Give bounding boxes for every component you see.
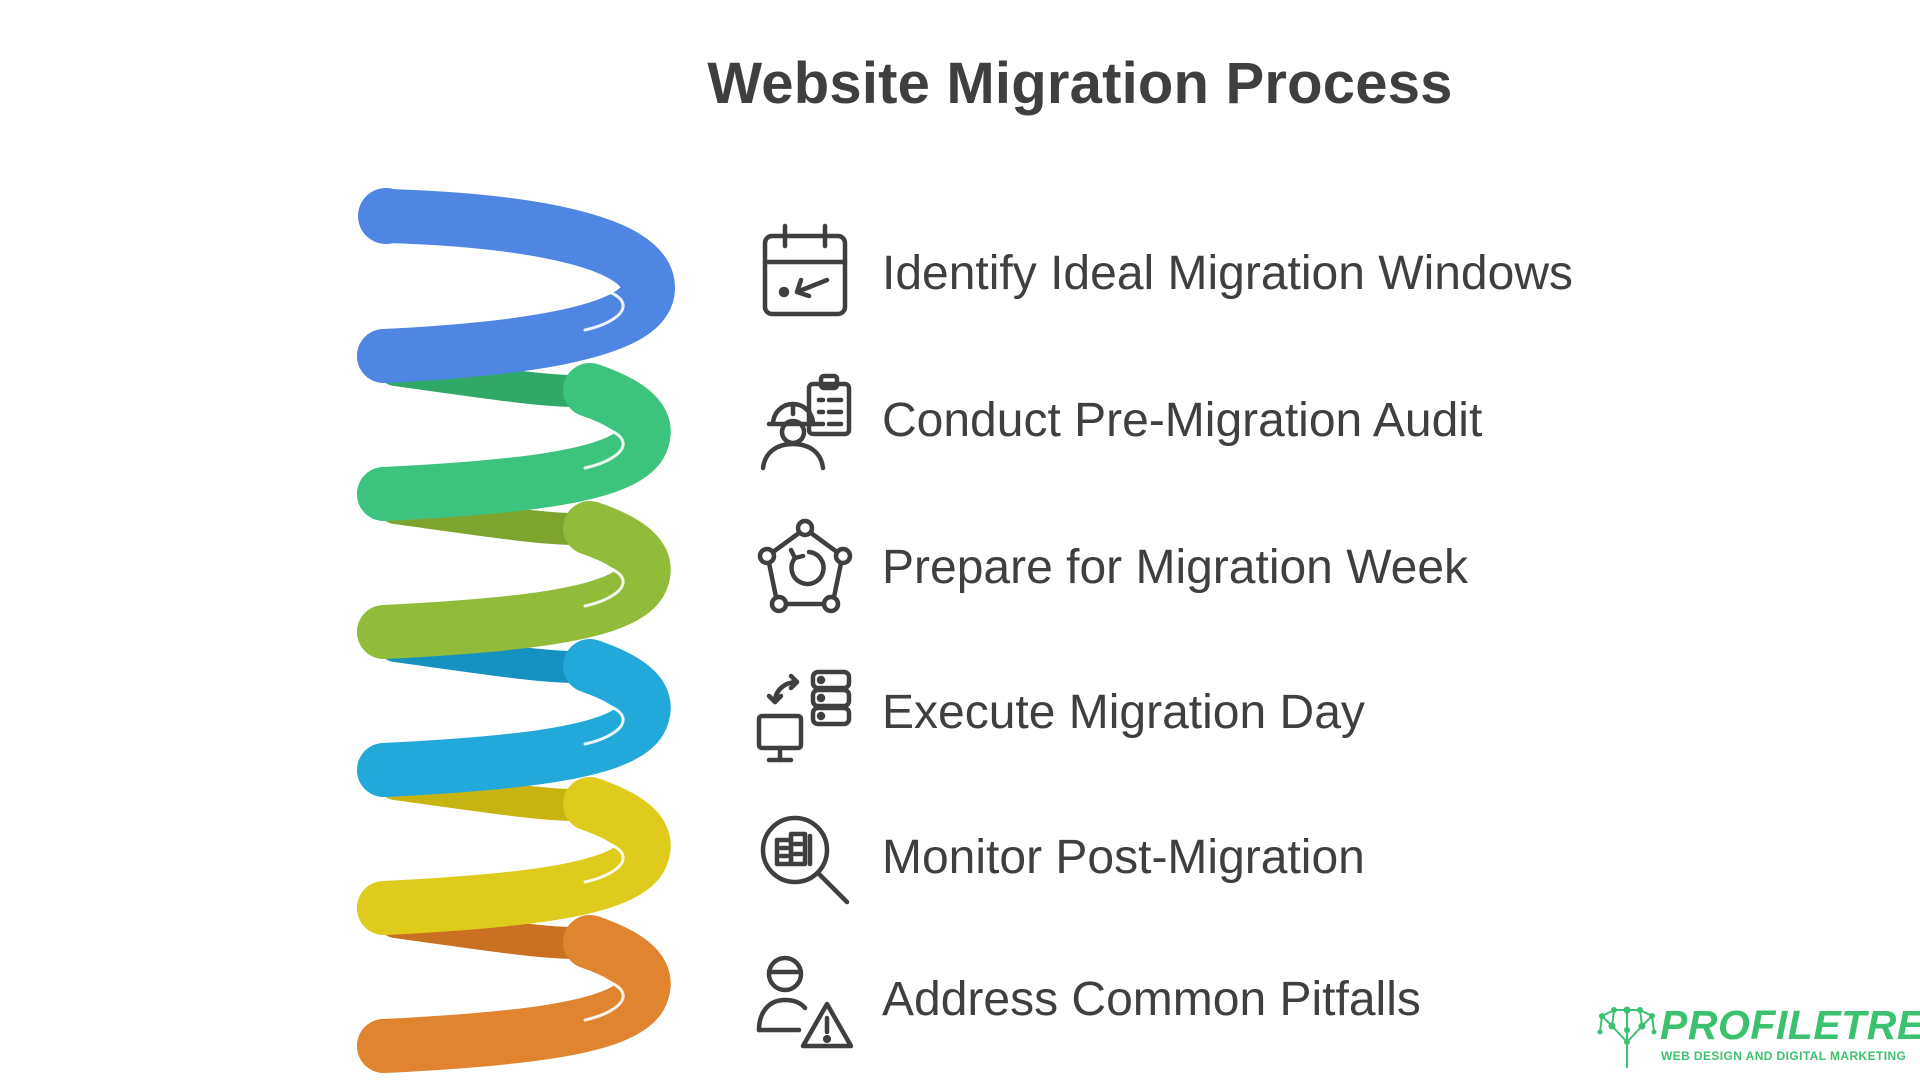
profiletree-logo-tree-icon [1597,1006,1657,1068]
spring-coil-6 [357,915,671,1073]
step-label-execute-day: Execute Migration Day [882,686,1365,739]
person-warning-icon [756,955,854,1049]
spring-coil-3 [357,501,671,659]
spring-coil-5 [357,777,671,935]
auditor-clipboard-icon [760,373,852,471]
spring-coil-2 [357,363,671,521]
spring-coil-4 [357,639,671,797]
spring-top-end [358,188,414,244]
step-label-pre-migration-audit: Conduct Pre-Migration Audit [882,394,1483,447]
network-cycle-icon [757,518,853,614]
calendar-icon [762,223,848,317]
profiletree-logo-tagline: WEB DESIGN AND DIGITAL MARKETING [1661,1049,1907,1063]
step-label-pitfalls: Address Common Pitfalls [882,973,1421,1026]
spring-diagram [357,188,676,1073]
step-label-monitor: Monitor Post-Migration [882,831,1365,884]
magnifier-chart-icon [760,815,850,905]
computer-server-transfer-icon [756,669,852,763]
spring-coil-1 [357,189,676,383]
step-label-prepare-week: Prepare for Migration Week [882,541,1469,594]
profiletree-logo-name: PROFILETREE [1660,1002,1920,1048]
step-label-identify-windows: Identify Ideal Migration Windows [882,247,1573,300]
spring-bottom-end [357,1019,411,1073]
page-title: Website Migration Process [707,51,1453,116]
